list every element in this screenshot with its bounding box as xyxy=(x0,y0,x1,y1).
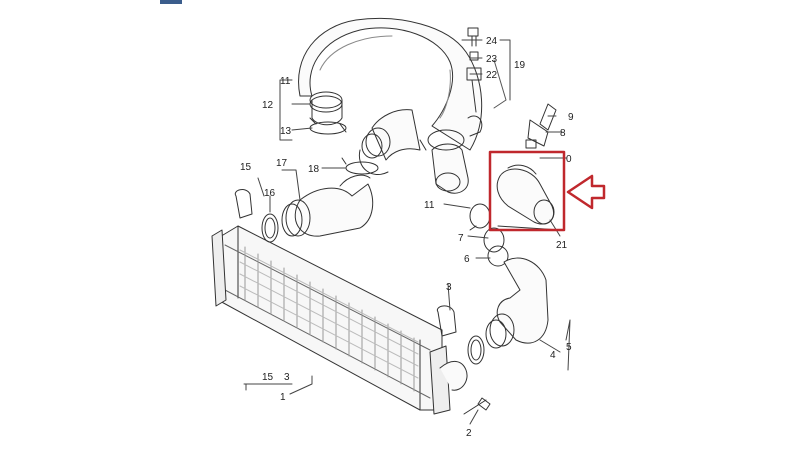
corner-tab xyxy=(160,0,182,4)
label-13: 13 xyxy=(280,126,292,137)
label-12: 12 xyxy=(262,100,274,111)
sensor xyxy=(525,103,557,149)
leader-lines xyxy=(243,39,571,425)
highlight-arrow xyxy=(566,174,606,210)
seal-right xyxy=(436,305,485,365)
label-8: 8 xyxy=(560,128,566,139)
intercooler xyxy=(211,225,468,415)
label-7: 7 xyxy=(458,233,464,244)
highlight-box xyxy=(488,150,566,232)
screw xyxy=(463,397,491,415)
label-24: 24 xyxy=(486,36,498,47)
label-11-upper: 11 xyxy=(280,76,291,87)
label-19: 19 xyxy=(514,60,526,71)
left-connector-hose xyxy=(281,174,374,237)
label-9: 9 xyxy=(568,112,574,123)
label-23: 23 xyxy=(486,54,498,65)
label-11-lower: 11 xyxy=(424,200,435,211)
label-15-left: 15 xyxy=(240,162,252,173)
down-pipe xyxy=(419,129,469,194)
label-5: 5 xyxy=(566,342,572,353)
label-18: 18 xyxy=(308,164,320,175)
label-4: 4 xyxy=(550,350,556,361)
label-2: 2 xyxy=(466,428,472,439)
label-15-bottom: 15 xyxy=(262,372,274,383)
label-6: 6 xyxy=(464,254,470,265)
highlighted-pipe xyxy=(496,164,561,231)
label-3-bottom: 3 xyxy=(284,372,290,383)
middle-hose xyxy=(341,109,421,175)
label-1: 1 xyxy=(280,392,286,403)
label-10: 0 xyxy=(566,154,572,165)
label-21: 21 xyxy=(556,240,568,251)
label-16: 16 xyxy=(264,188,276,199)
label-3-right: 3 xyxy=(446,282,452,293)
label-22: 22 xyxy=(486,70,498,81)
seal-left xyxy=(234,189,279,243)
label-17: 17 xyxy=(276,158,288,169)
lower-hose xyxy=(485,257,549,349)
